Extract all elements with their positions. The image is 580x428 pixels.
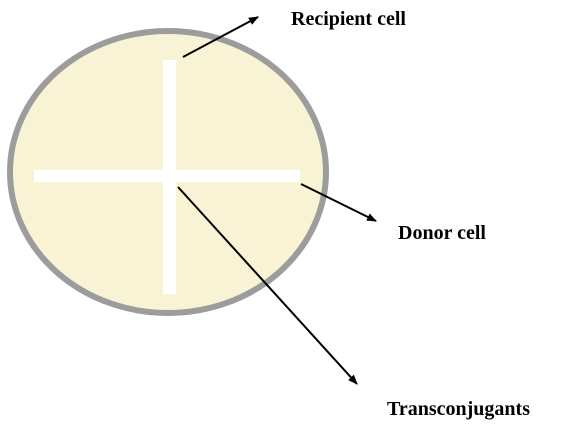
transconjugants-label: Transconjugants: [387, 398, 530, 420]
donor-cell-label: Donor cell: [398, 222, 486, 244]
recipient-cell-label: Recipient cell: [291, 8, 406, 30]
donor-streak: [34, 170, 300, 182]
